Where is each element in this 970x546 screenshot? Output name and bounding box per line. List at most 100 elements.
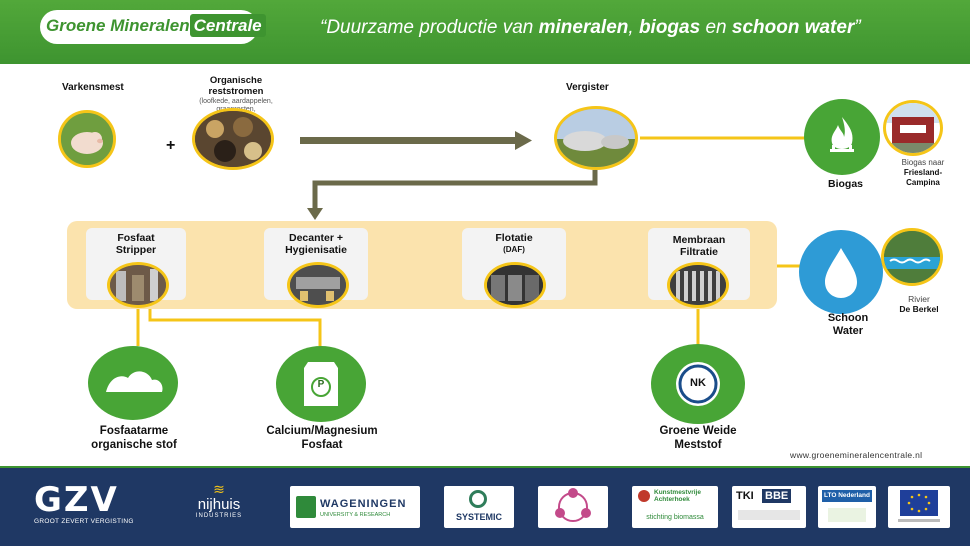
- fosfaatarme-line2: organische stof: [91, 439, 177, 451]
- organische-photo: [192, 108, 274, 170]
- friesland-campina-photo: [883, 100, 943, 156]
- organische-sub-line1: (loofkede, aardappelen,: [199, 98, 273, 105]
- calcium-line: [148, 305, 322, 346]
- pig-icon: [61, 113, 113, 165]
- logo-main-text: Groene Mineralen: [46, 16, 190, 35]
- biogas-note-line1: Biogas naar: [901, 158, 945, 167]
- slogan: “Duurzame productie van mineralen, bioga…: [320, 17, 861, 39]
- nijhuis-text: nijhuis: [197, 496, 241, 513]
- cycle-logo: [538, 486, 608, 528]
- organic-pile-icon: [106, 371, 163, 392]
- slogan-bold-water: schoon water: [731, 17, 855, 38]
- decanter-photo: [287, 262, 349, 308]
- tki-subbar: [738, 510, 800, 520]
- water-label-line2: Water: [832, 325, 864, 337]
- decanter-label: Decanter + Hygienisatie: [264, 232, 368, 256]
- rivier-note-line1: Rivier: [908, 294, 930, 304]
- membrane-icon: [670, 265, 726, 305]
- nijhuis-emblem: ≋: [213, 481, 225, 497]
- gzv-logo: GZV GROOT ZEVERT VERGISTING: [34, 482, 154, 528]
- fosfaat-stripper-photo: [107, 262, 169, 308]
- slogan-part: “Duurzame productie van: [320, 17, 539, 38]
- lto-text: LTO Nederland: [822, 490, 872, 502]
- wageningen-emblem: [296, 496, 316, 518]
- eu-logo: [888, 486, 950, 528]
- calcium-line1: Calcium/Magnesium: [266, 425, 378, 437]
- logo-accent-text: Centrale: [189, 14, 266, 37]
- fertilizer-bag-icon: [304, 362, 338, 406]
- water-circle: [799, 230, 883, 314]
- groene-weide-line1: Groene Weide: [659, 425, 737, 437]
- gzv-text: GZV: [34, 480, 119, 520]
- fosfaat-stripper-label: Fosfaat Stripper: [86, 232, 186, 256]
- nk-circle: NK: [651, 344, 745, 424]
- machinery-icon: [290, 265, 346, 305]
- vergister-label: Vergister: [566, 82, 609, 93]
- food-waste-icon: [195, 111, 271, 167]
- biogas-note: Biogas naar Friesland- Campina: [893, 158, 953, 188]
- decanter-line2: Hygienisatie: [285, 244, 347, 256]
- tanks-icon: [487, 265, 543, 305]
- wageningen-sub: UNIVERSITY & RESEARCH: [320, 512, 391, 518]
- plus-sign: +: [166, 137, 176, 154]
- wageningen-text: WAGENINGEN: [320, 498, 407, 510]
- decanter-line1: Decanter +: [289, 232, 343, 244]
- membraan-line2: Filtratie: [680, 246, 718, 258]
- biogas-note-line2: Friesland-: [903, 168, 943, 177]
- bbe-text: BBE: [762, 489, 792, 503]
- nijhuis-logo: ≋ nijhuis INDUSTRIES: [186, 482, 252, 528]
- tki-text: TKI: [736, 490, 754, 502]
- membraan-line1: Membraan: [672, 234, 726, 246]
- biogas-label: Biogas: [828, 178, 864, 190]
- rivier-note: Rivier De Berkel: [886, 294, 952, 314]
- groene-weide-label: Groene Weide Meststof: [630, 424, 766, 452]
- organische-label-line1: Organische: [209, 75, 263, 86]
- calcium-circle: P: [276, 346, 366, 422]
- calcium-line2: Fosfaat: [301, 439, 343, 451]
- fosfaat-stripper-line1: Fosfaat: [117, 232, 155, 244]
- flotatie-label: Flotatie (DAF): [462, 232, 566, 256]
- organische-label-line2: reststromen: [208, 86, 264, 97]
- wageningen-logo: WAGENINGEN UNIVERSITY & RESEARCH: [290, 486, 420, 528]
- rivier-note-line2: De Berkel: [899, 304, 939, 314]
- slogan-bold-mineralen: mineralen: [538, 17, 629, 38]
- groene-weide-line2: Meststof: [674, 439, 722, 451]
- p-symbol: P: [317, 379, 325, 390]
- biogas-note-line3: Campina: [906, 178, 940, 187]
- lto-logo: LTO Nederland: [818, 486, 876, 528]
- slogan-part: en: [700, 17, 732, 38]
- organische-label: Organische reststromen: [198, 75, 274, 97]
- tki-bbe-logo: TKI BBE: [732, 486, 806, 528]
- membraan-label: Membraan Filtratie: [648, 234, 750, 258]
- fosfaatarme-circle: [88, 346, 178, 420]
- nk-ring-icon: [676, 362, 720, 406]
- fosfaatarme-label: Fosfaatarme organische stof: [64, 424, 204, 452]
- lto-subbar: [828, 508, 866, 522]
- water-label: Schoon Water: [818, 312, 878, 338]
- varkensmest-photo: [58, 110, 116, 168]
- input-arrow-head: [515, 131, 532, 150]
- flotatie-line2: (DAF): [503, 245, 525, 254]
- systemic-logo: SYSTEMIC: [444, 486, 514, 528]
- flotatie-line1: Flotatie: [495, 232, 533, 244]
- water-drop-icon: [825, 248, 857, 298]
- cycle-diagram-icon: [555, 488, 591, 522]
- industrial-icon: [110, 265, 166, 305]
- vergister-elbow-arrow: [312, 170, 598, 210]
- systemic-emblem: [469, 490, 487, 508]
- kunstmestvrije-line2: Achterhoek: [654, 496, 690, 503]
- river-icon: [884, 231, 940, 283]
- nijhuis-sub: INDUSTRIES: [195, 513, 243, 519]
- input-arrow-shaft: [300, 137, 515, 144]
- slogan-part: ,: [628, 17, 639, 38]
- systemic-text: SYSTEMIC: [455, 512, 502, 522]
- kunstmestvrije-text: Kunstmestvrije Achterhoek: [654, 489, 701, 503]
- website-url[interactable]: www.groenemineralencentrale.nl: [790, 450, 923, 460]
- water-label-line1: Schoon: [827, 312, 869, 324]
- biogas-circle: [804, 99, 880, 175]
- kunstmestvrije-logo: Kunstmestvrije Achterhoek stichting biom…: [632, 486, 718, 528]
- nk-symbol: NK: [690, 377, 706, 389]
- gzv-sub: GROOT ZEVERT VERGISTING: [34, 518, 134, 525]
- vergister-elbow-head: [307, 208, 323, 220]
